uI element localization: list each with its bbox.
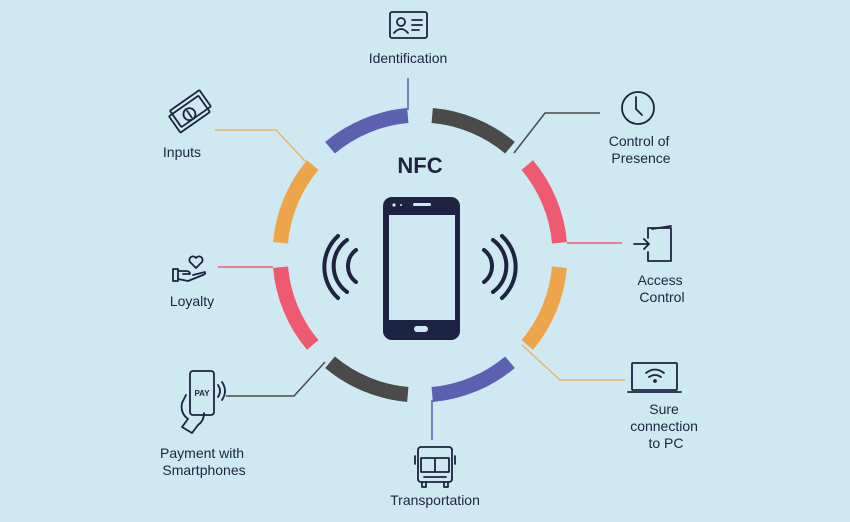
bus-icon bbox=[414, 446, 456, 488]
label-identification: Identification bbox=[369, 50, 448, 66]
nfc-waves-right-icon bbox=[482, 234, 518, 300]
segmented-ring bbox=[273, 108, 567, 402]
ring-segment-payment bbox=[325, 356, 409, 402]
laptop-wifi-icon bbox=[627, 362, 682, 393]
pay-text: PAY bbox=[194, 389, 210, 398]
label-control-of-presence: Control of Presence bbox=[609, 133, 674, 166]
label-loyalty: Loyalty bbox=[170, 293, 214, 309]
phone-pay-icon bbox=[180, 370, 226, 434]
connector-inputs bbox=[215, 129, 307, 163]
connector-control-of-presence bbox=[513, 112, 600, 154]
ring-segment-sure-connection bbox=[521, 266, 567, 350]
nfc-title: NFC bbox=[397, 153, 442, 178]
heart-hand-icon bbox=[172, 255, 207, 282]
ring-segment-transportation bbox=[431, 356, 515, 402]
id-card-icon bbox=[389, 11, 428, 39]
ring-segment-access-control bbox=[521, 160, 567, 244]
ring-segment-inputs bbox=[273, 160, 319, 244]
nfc-waves-left-icon bbox=[322, 234, 358, 300]
clock-icon bbox=[621, 91, 655, 125]
connector-payment bbox=[226, 361, 326, 397]
label-access-control: Access Control bbox=[637, 272, 686, 305]
label-inputs: Inputs bbox=[163, 144, 201, 160]
ring-segment-loyalty bbox=[273, 266, 319, 350]
ring-segment-control-of-presence bbox=[431, 108, 515, 154]
money-icon bbox=[168, 89, 212, 134]
door-enter-icon bbox=[633, 225, 672, 262]
label-transportation: Transportation bbox=[390, 492, 480, 508]
smartphone-icon bbox=[383, 197, 460, 340]
label-payment: Payment with Smartphones bbox=[160, 445, 248, 478]
ring-segment-identification bbox=[325, 108, 409, 154]
connector-sure-connection bbox=[521, 344, 625, 381]
label-sure-connection: Sure connection to PC bbox=[630, 401, 702, 451]
